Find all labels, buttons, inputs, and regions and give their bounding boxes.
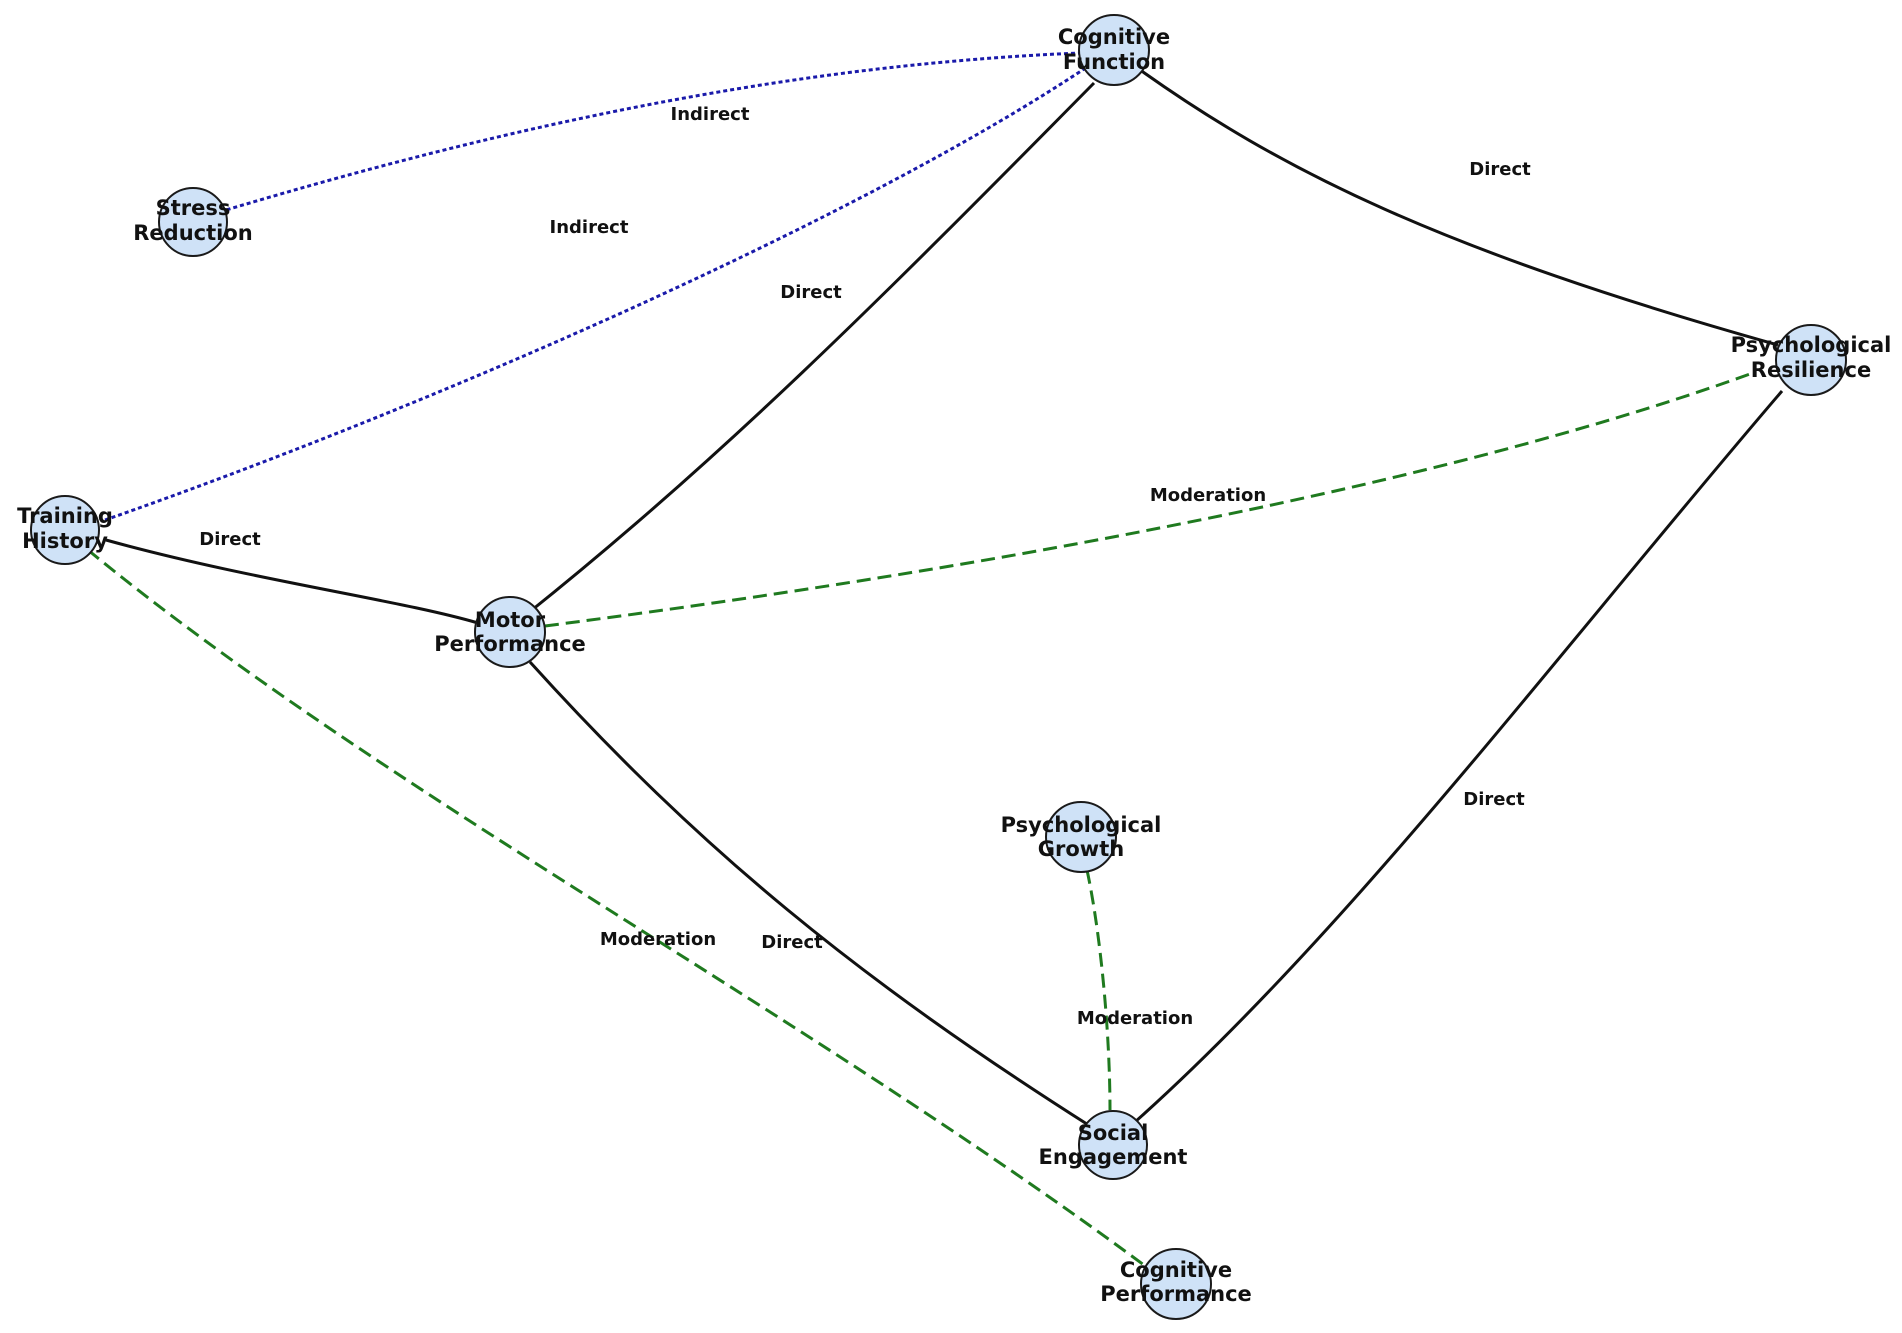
edge-motor-performance-cognitive-function: [526, 81, 1096, 616]
node-psychological-resilience-circle: [1775, 324, 1847, 396]
node-cognitive-function[interactable]: Cognitive Function: [1058, 14, 1170, 86]
node-training-history[interactable]: Training History: [17, 495, 113, 565]
node-motor-performance[interactable]: Motor Performance: [434, 596, 586, 668]
edge-social-engagement-psychological-resilience: [1134, 390, 1784, 1124]
node-cognitive-function-circle: [1078, 14, 1150, 86]
node-social-engagement-label-line2: Engagement: [1039, 1145, 1188, 1169]
node-social-engagement-label-line1: Social: [1078, 1121, 1149, 1145]
node-psychological-growth-label-line2: Growth: [1038, 837, 1124, 861]
edge-training-history-cognitive-function: [104, 61, 1094, 522]
node-cognitive-function-label-line1: Cognitive: [1058, 25, 1170, 49]
node-cognitive-performance[interactable]: Cognitive Performance: [1100, 1248, 1252, 1320]
node-psychological-growth[interactable]: Psychological Growth: [1001, 801, 1162, 873]
node-psychological-growth-circle: [1045, 801, 1117, 873]
node-motor-performance-circle: [474, 596, 546, 668]
edge-label-stress-reduction-cognitive-function: Indirect: [671, 104, 750, 125]
node-social-engagement-circle: [1078, 1110, 1148, 1180]
edge-label-social-engagement-psychological-resilience: Direct: [1463, 789, 1525, 810]
node-social-engagement[interactable]: Social Engagement: [1039, 1110, 1188, 1180]
node-psychological-resilience[interactable]: Psychological Resilience: [1731, 324, 1892, 396]
edges-layer: [87, 50, 1784, 1270]
node-motor-performance-label-line2: Performance: [434, 632, 586, 656]
edge-cognitive-function-psychological-resilience: [1135, 65, 1779, 347]
node-stress-reduction-label-line2: Reduction: [133, 221, 252, 245]
node-motor-performance-label-line1: Motor: [475, 608, 546, 632]
edge-label-training-history-cognitive-function: Indirect: [550, 217, 629, 238]
node-psychological-resilience-label-line1: Psychological: [1731, 333, 1892, 357]
edge-label-motor-performance-psychological-resilience: Moderation: [1150, 485, 1266, 506]
edge-stress-reduction-cognitive-function: [192, 50, 1111, 222]
node-training-history-circle: [30, 495, 100, 565]
edge-labels-layer: Indirect Indirect Direct Direct Direct M…: [199, 104, 1531, 1029]
edge-training-history-cognitive-performance: [87, 548, 1149, 1270]
node-stress-reduction-circle: [158, 187, 228, 257]
node-cognitive-performance-label-line2: Performance: [1100, 1282, 1252, 1306]
node-cognitive-performance-label-line1: Cognitive: [1120, 1258, 1232, 1282]
edge-motor-performance-social-engagement: [528, 660, 1091, 1128]
node-psychological-resilience-label-line2: Resilience: [1751, 358, 1871, 382]
node-stress-reduction[interactable]: Stress Reduction: [133, 187, 253, 257]
node-training-history-label-line2: History: [22, 529, 108, 553]
edge-label-psychological-growth-social-engagement: Moderation: [1077, 1008, 1193, 1029]
node-cognitive-function-label-line2: Function: [1063, 50, 1165, 74]
edge-label-cognitive-function-psychological-resilience: Direct: [1469, 159, 1531, 180]
edge-label-motor-performance-social-engagement: Direct: [761, 932, 823, 953]
node-psychological-growth-label-line1: Psychological: [1001, 813, 1162, 837]
edge-label-motor-performance-cognitive-function: Direct: [780, 282, 842, 303]
edge-label-training-history-motor-performance: Direct: [199, 529, 261, 550]
node-training-history-label-line1: Training: [17, 504, 113, 528]
edge-label-training-history-cognitive-performance: Moderation: [600, 929, 716, 950]
edge-training-history-motor-performance: [105, 538, 479, 625]
edge-motor-performance-psychological-resilience: [544, 372, 1751, 628]
edge-psychological-growth-social-engagement: [1085, 869, 1112, 1111]
nodes-layer: Cognitive Function Stress Reduction Psyc…: [17, 14, 1892, 1320]
node-cognitive-performance-circle: [1140, 1248, 1212, 1320]
node-stress-reduction-label-line1: Stress: [156, 196, 231, 220]
